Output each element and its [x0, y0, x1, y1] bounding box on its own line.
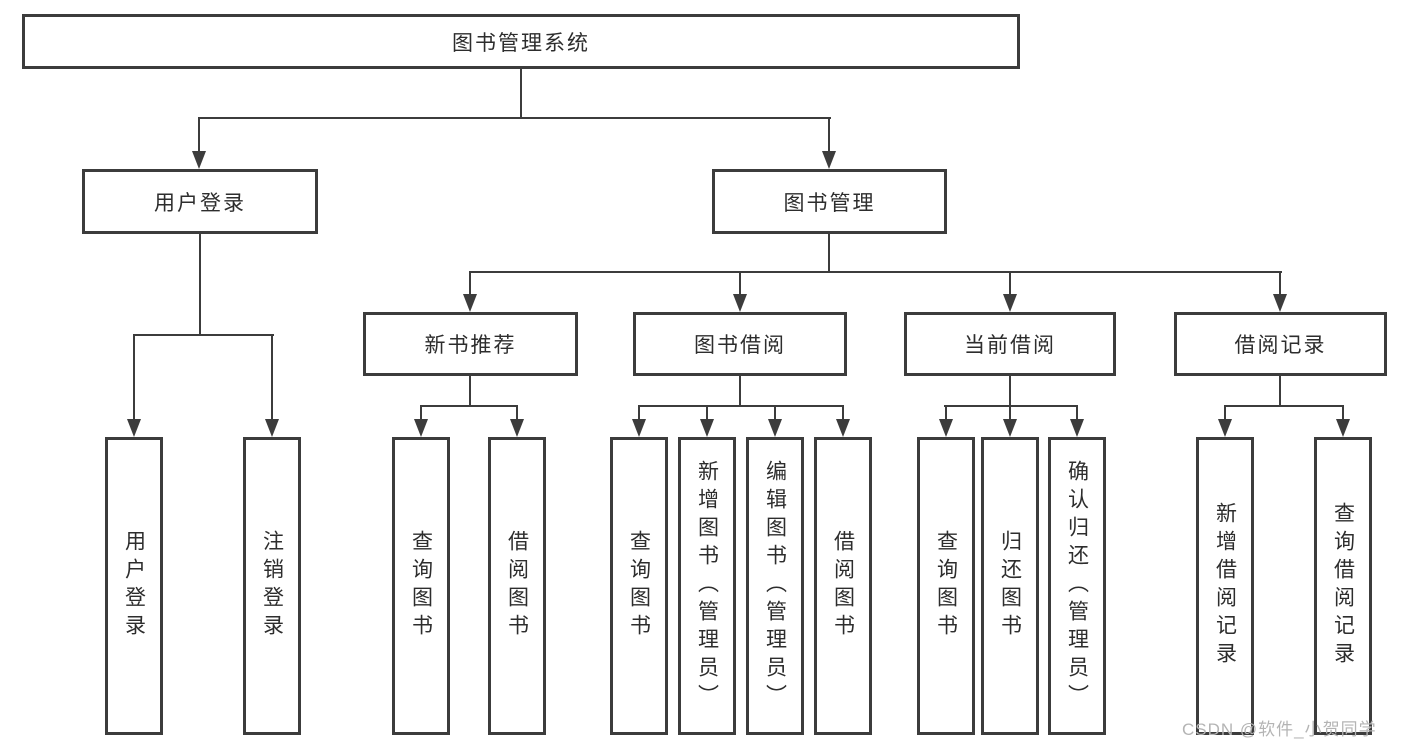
connector-line	[469, 376, 471, 407]
leaf-add-borrow-record: 新增借阅记录	[1196, 437, 1254, 735]
connector-line	[516, 405, 518, 421]
connector-line	[944, 405, 1078, 407]
arrow-down-icon	[836, 419, 850, 437]
node-current-borrowing: 当前借阅	[904, 312, 1116, 376]
connector-line	[1009, 405, 1011, 421]
node-user-login: 用户登录	[82, 169, 318, 234]
leaf-add-books-admin: 新增图书（管理员）	[678, 437, 736, 735]
node-book-management: 图书管理	[712, 169, 947, 234]
leaf-return-books: 归还图书	[981, 437, 1039, 735]
connector-line	[1279, 376, 1281, 407]
arrow-down-icon	[463, 294, 477, 312]
arrow-down-icon	[1218, 419, 1232, 437]
arrow-down-icon	[510, 419, 524, 437]
arrow-down-icon	[733, 294, 747, 312]
connector-line	[198, 117, 200, 152]
csdn-watermark: CSDN @软件_小贺同学	[1182, 720, 1377, 739]
connector-line	[1009, 376, 1011, 407]
arrow-down-icon	[768, 419, 782, 437]
leaf-query-books-current: 查询图书	[917, 437, 975, 735]
connector-line	[828, 117, 830, 152]
connector-line	[739, 271, 741, 296]
node-new-book-recommend: 新书推荐	[363, 312, 578, 376]
node-root-system: 图书管理系统	[22, 14, 1020, 69]
connector-line	[420, 405, 518, 407]
leaf-borrow-books: 借阅图书	[814, 437, 872, 735]
connector-line	[774, 405, 776, 421]
arrow-down-icon	[939, 419, 953, 437]
arrow-down-icon	[192, 151, 206, 169]
connector-line	[1076, 405, 1078, 421]
connector-line	[1342, 405, 1344, 421]
arrow-down-icon	[414, 419, 428, 437]
arrow-down-icon	[1003, 294, 1017, 312]
leaf-confirm-return-admin: 确认归还（管理员）	[1048, 437, 1106, 735]
arrow-down-icon	[1273, 294, 1287, 312]
leaf-logout: 注销登录	[243, 437, 301, 735]
connector-line	[842, 405, 844, 421]
connector-line	[133, 334, 135, 420]
node-borrowing-records: 借阅记录	[1174, 312, 1387, 376]
connector-line	[469, 271, 1282, 273]
arrow-down-icon	[1003, 419, 1017, 437]
connector-line	[1009, 271, 1011, 296]
arrow-down-icon	[127, 419, 141, 437]
connector-line	[199, 234, 201, 336]
connector-line	[1279, 271, 1281, 296]
leaf-user-login: 用户登录	[105, 437, 163, 735]
leaf-query-borrow-record: 查询借阅记录	[1314, 437, 1372, 735]
node-book-borrowing: 图书借阅	[633, 312, 847, 376]
arrow-down-icon	[1070, 419, 1084, 437]
arrow-down-icon	[632, 419, 646, 437]
leaf-query-books-recommend: 查询图书	[392, 437, 450, 735]
connector-line	[1224, 405, 1344, 407]
connector-line	[133, 334, 274, 336]
connector-line	[271, 334, 273, 420]
connector-line	[828, 234, 830, 273]
connector-line	[469, 271, 471, 296]
connector-line	[739, 376, 741, 407]
arrow-down-icon	[700, 419, 714, 437]
connector-line	[945, 405, 947, 421]
connector-line	[638, 405, 844, 407]
arrow-down-icon	[265, 419, 279, 437]
leaf-query-books-borrowing: 查询图书	[610, 437, 668, 735]
leaf-edit-books-admin: 编辑图书（管理员）	[746, 437, 804, 735]
connector-line	[420, 405, 422, 421]
connector-line	[1224, 405, 1226, 421]
connector-line	[706, 405, 708, 421]
connector-line	[198, 117, 831, 119]
connector-line	[638, 405, 640, 421]
leaf-borrow-books-recommend: 借阅图书	[488, 437, 546, 735]
arrow-down-icon	[822, 151, 836, 169]
arrow-down-icon	[1336, 419, 1350, 437]
connector-line	[520, 69, 522, 119]
